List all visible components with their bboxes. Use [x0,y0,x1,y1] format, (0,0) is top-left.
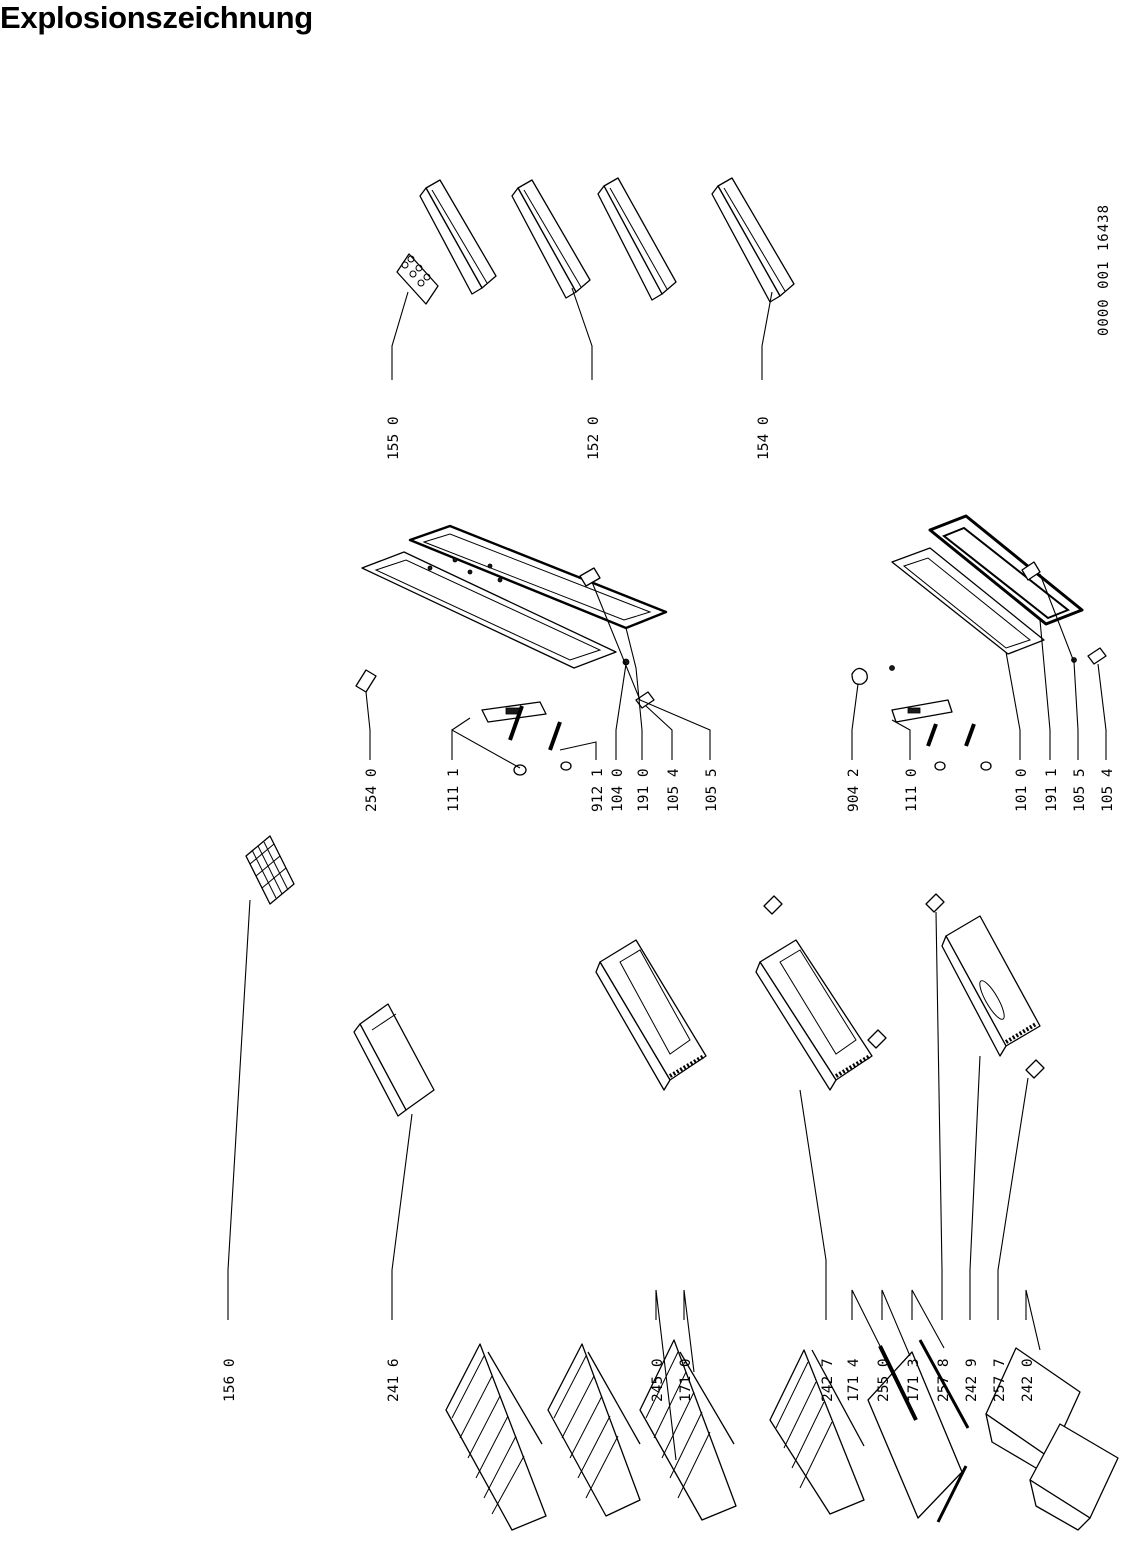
label-912-1: 912 1 [590,768,606,812]
label-171-4: 171 4 [846,1358,862,1402]
label-257-8: 257 8 [936,1358,952,1402]
part-104-0-door [361,551,617,669]
label-257-7: 257 7 [992,1358,1008,1402]
part-105-5-hinge [579,567,601,587]
label-155-0: 155 0 [386,416,402,460]
label-105-5-lower: 105 5 [1072,768,1088,812]
label-254-0: 254 0 [364,768,380,812]
label-242-7: 242 7 [820,1358,836,1402]
label-111-1: 111 1 [446,768,462,812]
label-111-0: 111 0 [904,768,920,812]
label-156-0: 156 0 [222,1358,238,1402]
part-105-4-hinge-pin [622,658,655,709]
part-101-0-door [891,547,1045,655]
part-111-0-handle [891,699,953,723]
label-191-1: 191 1 [1044,768,1060,812]
label-245-0: 245 0 [650,1358,666,1402]
part-152-0-door-shelf [511,179,591,299]
label-152-0: 152 0 [586,416,602,460]
part-vegetable-drawer-1 [595,939,707,1091]
label-255-0: 255 0 [876,1358,892,1402]
label-101-0: 101 0 [1014,768,1030,812]
part-labels: 155 0 152 0 154 0 254 0 111 1 912 1 104 … [222,416,1116,1402]
label-171-0: 171 0 [678,1358,694,1402]
label-105-5: 105 5 [704,768,720,812]
label-104-0: 104 0 [610,768,626,812]
part-904-2-cap [851,665,895,685]
part-242-0-bins [985,1347,1119,1531]
part-155-0-egg-tray [396,253,439,305]
part-912-1-screws [508,705,572,776]
part-255-0-glass-shelf [867,1339,970,1523]
label-242-0: 242 0 [1020,1358,1036,1402]
part-111-1-handle [481,701,547,723]
part-105-4-lower-hinge-pin [1087,647,1107,665]
part-257-7-clip [1025,1059,1045,1079]
part-242-7-drawer [755,895,887,1091]
part-257-8-clip [925,893,945,913]
label-154-0: 154 0 [756,416,772,460]
label-105-4: 105 4 [666,768,682,812]
part-156-0-ice-tray [245,835,295,905]
part-door-shelf-1 [419,179,497,295]
label-171-3: 171 3 [906,1358,922,1402]
part-door-shelf-3 [597,177,677,301]
part-lower-screws [926,723,992,771]
label-904-2: 904 2 [846,768,862,812]
label-241-6: 241 6 [386,1358,402,1402]
part-191-0-door-gasket [408,524,668,630]
part-241-6-tray [353,1003,435,1117]
label-242-9: 242 9 [964,1358,980,1402]
part-wire-shelves [445,1339,865,1531]
part-242-9-drawer [941,915,1041,1057]
page-title: Explosionszeichnung [0,0,313,35]
part-191-1-door-gasket [928,514,1084,626]
part-154-0-door-shelf [711,177,795,303]
document-number: 0000 001 16438 [1096,204,1112,336]
label-105-4-lower: 105 4 [1100,768,1116,812]
label-191-0: 191 0 [636,768,652,812]
part-254-0-hinge [355,669,377,693]
